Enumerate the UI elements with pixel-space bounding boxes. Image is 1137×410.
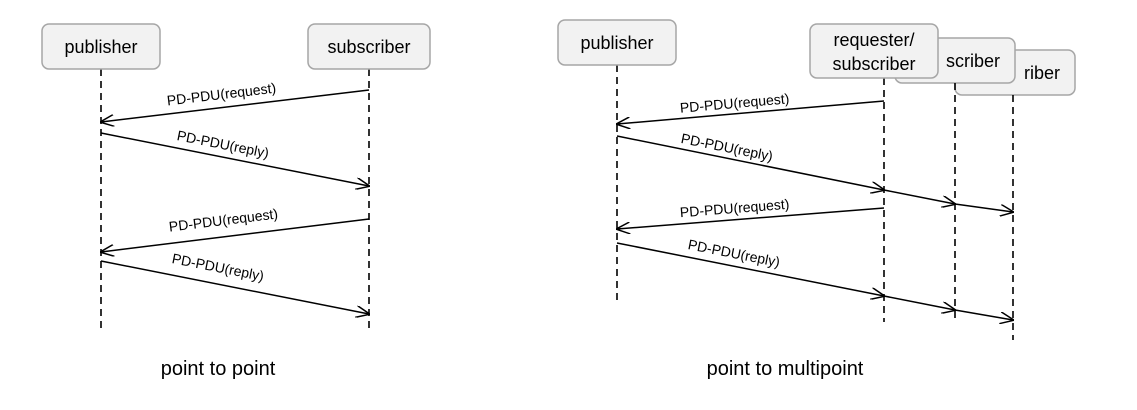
publisher-label: publisher (64, 37, 137, 57)
publisher-box: publisher (41, 23, 161, 70)
request-arrow (617, 207, 885, 229)
reply-arrow-extension (883, 189, 955, 204)
reply-arrow (616, 135, 884, 190)
request-arrow (617, 100, 885, 124)
publisher-box: publisher (557, 19, 677, 66)
reply-arrow-extension (954, 203, 1013, 212)
point-to-multipoint-diagram: riber scriber publisher requester/ subsc… (557, 19, 1076, 380)
request-label: PD-PDU(request) (166, 80, 277, 109)
publisher-label: publisher (580, 33, 653, 53)
requester-label-line2: subscriber (832, 54, 915, 74)
reply-arrow (616, 242, 884, 296)
subscriber-2-label: scriber (946, 51, 1000, 71)
request-label: PD-PDU(request) (679, 90, 790, 116)
request-arrow (101, 89, 370, 122)
reply-label: PD-PDU(reply) (176, 127, 271, 161)
requester-subscriber-box: requester/ subscriber (809, 23, 939, 79)
request-arrow (101, 218, 370, 252)
requester-label-line1: requester/ (833, 30, 914, 50)
subscriber-3-label: riber (1024, 63, 1060, 83)
reply-label: PD-PDU(reply) (680, 130, 775, 164)
reply-arrow-extension (883, 295, 955, 310)
point-to-multipoint-caption: point to multipoint (707, 358, 864, 380)
reply-arrow (100, 132, 369, 186)
reply-label: PD-PDU(reply) (687, 236, 782, 270)
subscriber-label: subscriber (327, 37, 410, 57)
reply-arrow (100, 260, 369, 314)
subscriber-box: subscriber (307, 23, 431, 70)
point-to-point-caption: point to point (161, 358, 276, 380)
reply-label: PD-PDU(reply) (171, 250, 266, 284)
request-label: PD-PDU(request) (168, 205, 279, 234)
point-to-point-diagram: publisher subscriber PD-PDU(request) PD-… (41, 23, 431, 380)
reply-arrow-extension (954, 309, 1013, 320)
